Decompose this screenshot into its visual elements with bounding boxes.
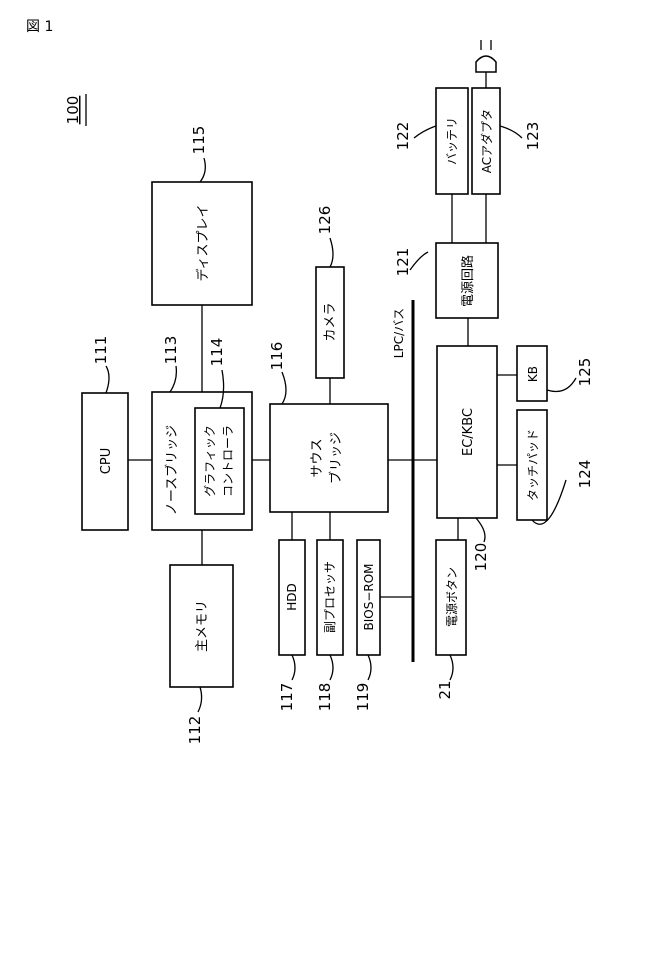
ref-117: 117 bbox=[278, 683, 296, 712]
ref-111: 111 bbox=[92, 336, 110, 365]
south-bridge-label-2: ブリッジ bbox=[328, 432, 344, 484]
camera-label: カメラ bbox=[323, 302, 338, 341]
ref-116: 116 bbox=[268, 342, 286, 371]
ref-120: 120 bbox=[472, 543, 490, 572]
power-circuit-label: 電源回路 bbox=[460, 255, 476, 307]
bios-rom-label: BIOS−ROM bbox=[362, 563, 376, 630]
touch-pad-label: タッチパッド bbox=[526, 429, 540, 501]
ec-kbc-label: EC/KBC bbox=[461, 408, 476, 456]
hdd-label: HDD bbox=[285, 583, 299, 611]
lpc-bus-label: LPC/バス bbox=[392, 308, 406, 358]
sub-processor-label: 副プロセッサ bbox=[323, 561, 337, 633]
ref-122: 122 bbox=[394, 122, 412, 151]
north-bridge-label: ノースブリッジ bbox=[164, 425, 180, 515]
display-label: ディスプレイ bbox=[195, 204, 211, 281]
ref-121: 121 bbox=[394, 248, 412, 277]
ref-125: 125 bbox=[576, 358, 594, 387]
ref-113: 113 bbox=[162, 336, 180, 365]
ac-plug-icon bbox=[476, 40, 496, 72]
cpu-label: CPU bbox=[99, 448, 114, 474]
ref-118: 118 bbox=[316, 683, 334, 712]
ref-126: 126 bbox=[316, 206, 334, 235]
graphics-controller-label-2: コントローラ bbox=[221, 425, 235, 497]
ref-114: 114 bbox=[208, 338, 226, 367]
ref-115: 115 bbox=[190, 126, 208, 155]
battery-label: バッテリ bbox=[445, 117, 459, 165]
south-bridge-label-1: サウス bbox=[310, 438, 325, 477]
main-memory-label: 主メモリ bbox=[195, 600, 210, 652]
ref-112: 112 bbox=[186, 716, 204, 745]
ac-adapter-label: ACアダプタ bbox=[479, 109, 494, 173]
ref-123: 123 bbox=[524, 122, 542, 151]
kb-label: KB bbox=[526, 366, 540, 382]
system-ref-label: 100 bbox=[64, 96, 82, 125]
ref-119: 119 bbox=[354, 683, 372, 712]
ref-124: 124 bbox=[576, 460, 594, 489]
graphics-controller-label-1: グラフィック bbox=[203, 425, 217, 497]
ref-21: 21 bbox=[436, 680, 454, 699]
power-button-label: 電源ボタン bbox=[445, 567, 459, 627]
